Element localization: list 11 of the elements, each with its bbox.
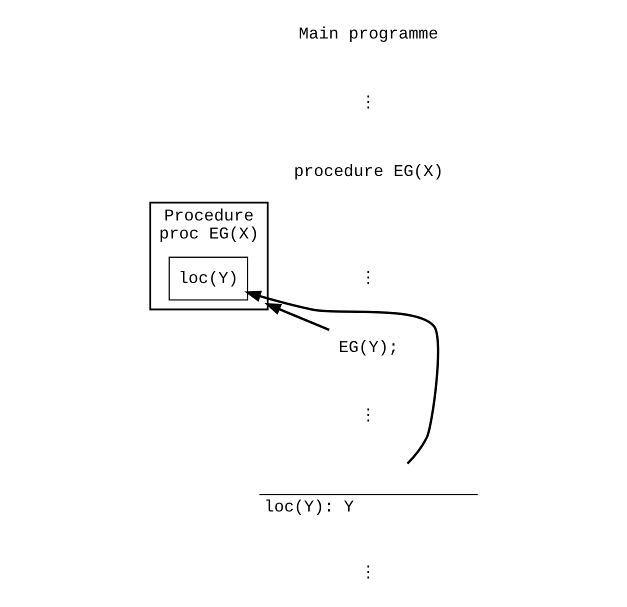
label: procedure EG(X)	[293, 162, 443, 182]
label: ⋮	[360, 563, 377, 582]
label: Main programme	[298, 24, 438, 44]
node-text: EG(Y);	[338, 338, 398, 357]
arrow	[244, 290, 439, 464]
label: ⋮	[360, 93, 377, 112]
node-label: loc(Y): Y	[264, 497, 354, 516]
label: ⋮	[360, 406, 377, 426]
label: ⋮	[360, 268, 377, 288]
arrow	[264, 303, 330, 331]
node-box: loc(Y)	[168, 256, 248, 301]
